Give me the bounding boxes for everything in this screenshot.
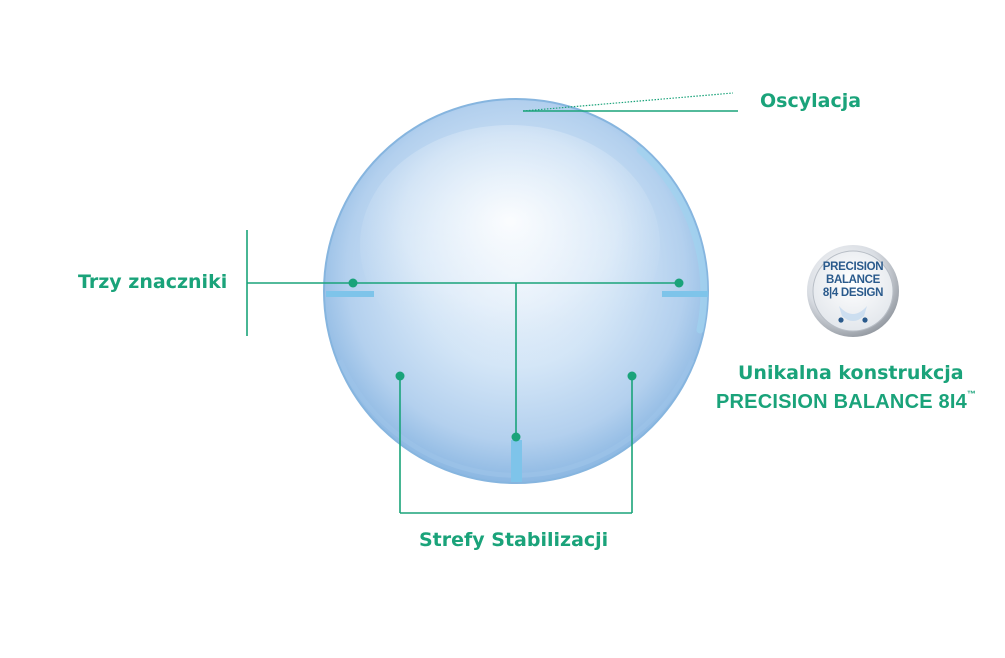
lens-rim-highlight xyxy=(636,146,708,334)
three-markers-label: Trzy znaczniki xyxy=(78,271,228,293)
badge-line-2: BALANCE xyxy=(825,274,881,286)
marker-dot-bottom xyxy=(511,432,521,442)
oscillation-dotted-line xyxy=(522,92,734,112)
badge-line-3: 8|4 DESIGN xyxy=(822,287,884,299)
marker-dot-left xyxy=(348,278,358,288)
stabilization-zones-label: Strefy Stabilizacji xyxy=(419,529,609,551)
right-marker-bar xyxy=(662,291,708,297)
badge-line-1: PRECISION xyxy=(822,261,884,273)
trademark-symbol: ™ xyxy=(966,389,977,399)
zone-dot-left xyxy=(395,371,405,381)
lens-inner-highlight xyxy=(360,125,660,365)
unique-design-label: Unikalna konstrukcja xyxy=(738,362,964,384)
precision-balance-text: PRECISION BALANCE 8I4 xyxy=(716,391,967,413)
left-marker-bar xyxy=(326,291,374,297)
marker-dot-right xyxy=(674,278,684,288)
precision-balance-seal-icon: PRECISION BALANCE 8|4 DESIGN xyxy=(806,244,900,338)
zone-dot-right xyxy=(627,371,637,381)
bottom-marker-bar xyxy=(511,440,522,482)
oscillation-label: Oscylacja xyxy=(760,90,862,112)
precision-balance-label: PRECISION BALANCE 8I4™ xyxy=(716,389,977,414)
